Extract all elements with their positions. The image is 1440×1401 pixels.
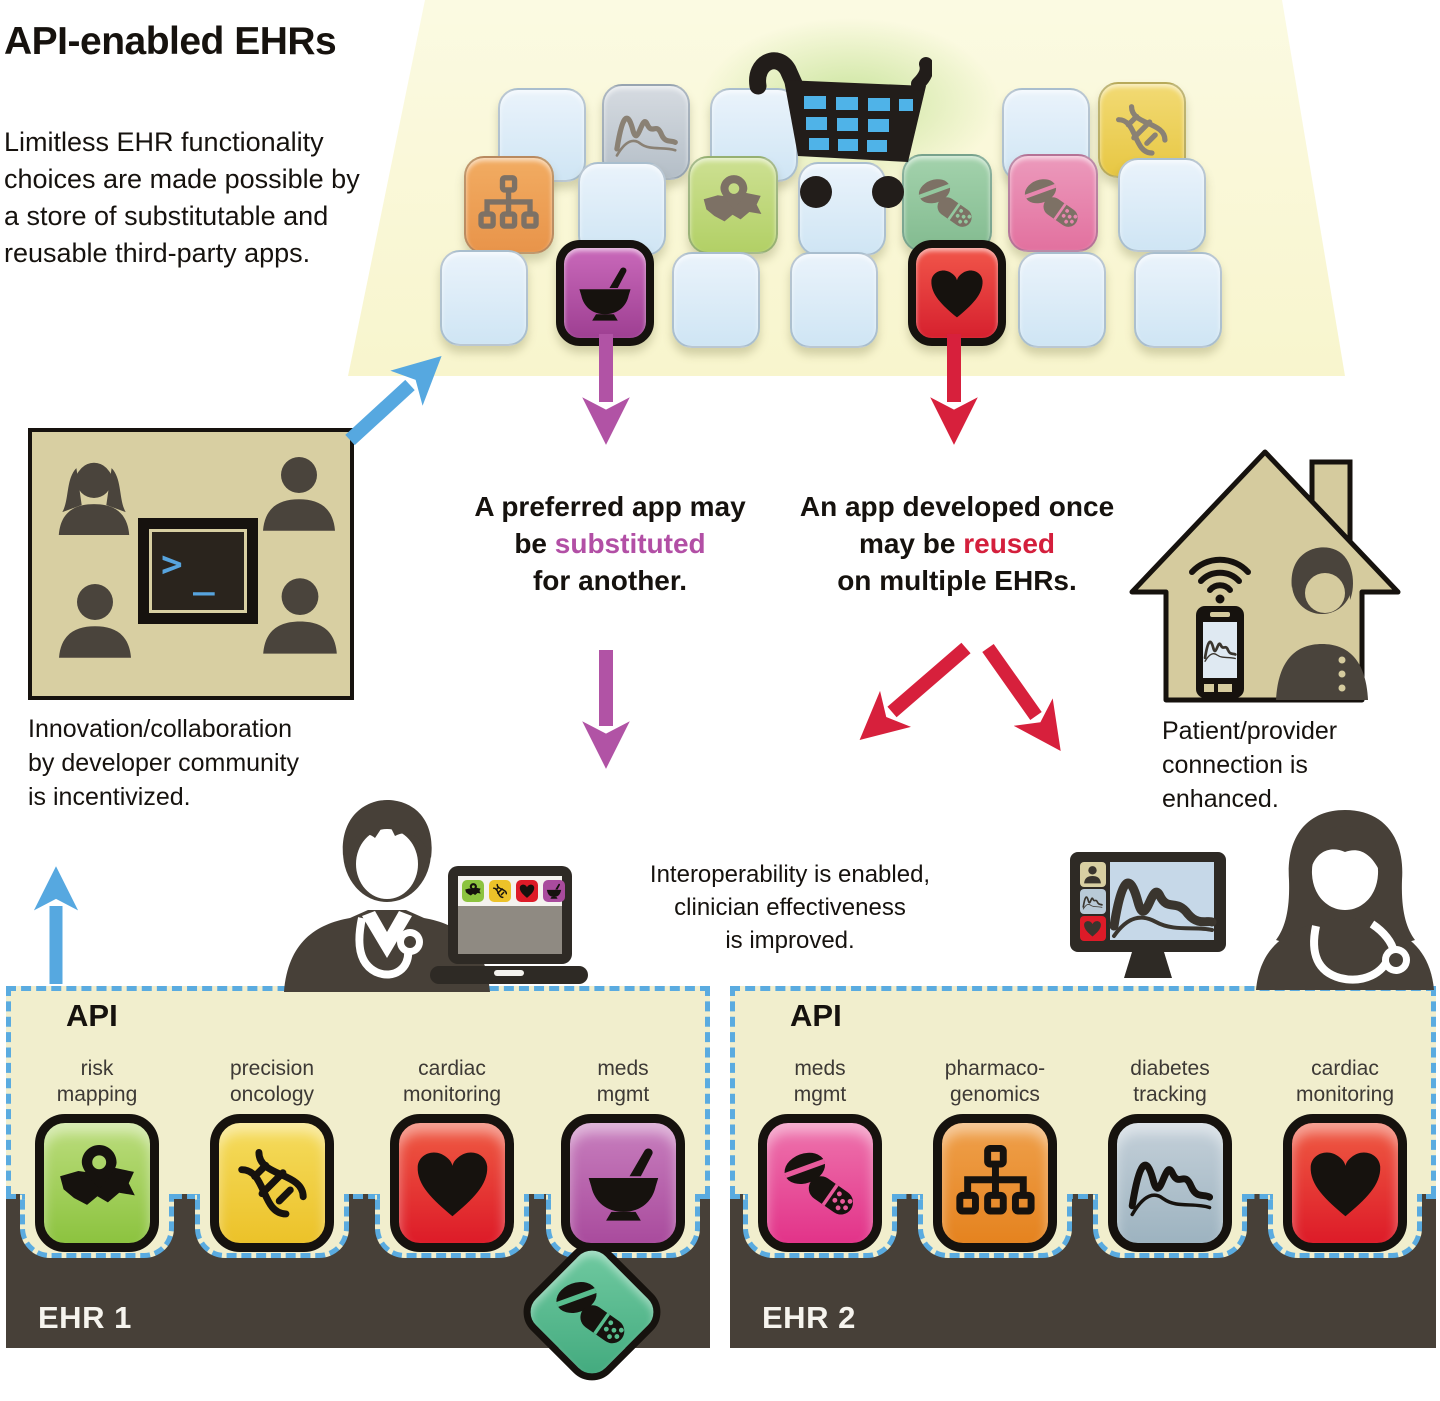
org-chart-app-tile — [464, 156, 554, 254]
substituted-emphasis: substituted — [554, 528, 706, 559]
heart-icon — [925, 258, 989, 328]
pills-app-tile — [1008, 154, 1098, 252]
map-pin-app-tile — [688, 156, 778, 254]
interoperability-caption: Interoperability is enabled,clinician ef… — [649, 861, 931, 954]
developer-woman-icon — [50, 448, 138, 548]
dna-icon — [229, 1134, 316, 1232]
mortar-app — [561, 1114, 685, 1252]
pills-icon — [777, 1134, 864, 1232]
smartphone-icon — [1196, 606, 1244, 698]
pills-app-tile — [902, 154, 992, 252]
arrow-reuse-left — [859, 642, 971, 741]
app-tile-blank — [790, 252, 878, 348]
developer-glasses-man-icon — [50, 568, 140, 672]
heart-icon — [1302, 1134, 1389, 1232]
chart-wave — [1109, 878, 1217, 938]
map-pin-app — [35, 1114, 159, 1252]
mortar-icon — [580, 1134, 667, 1232]
wave-app — [1108, 1114, 1232, 1252]
app-tile-blank — [1018, 252, 1106, 348]
page-title: API-enabled EHRs — [4, 20, 337, 63]
heart-app — [1283, 1114, 1407, 1252]
heart-app-tile — [908, 240, 1006, 346]
terminal-icon: > _ — [138, 518, 258, 624]
patient-home-icon — [1129, 449, 1401, 703]
patient-silhouette — [1276, 547, 1368, 700]
mortar-app-tile — [556, 240, 654, 346]
wave-icon — [613, 96, 679, 168]
developer-spiky-hair-icon — [254, 562, 346, 668]
app-tile-blank — [440, 250, 528, 346]
pills-app — [758, 1114, 882, 1252]
heart-icon — [409, 1134, 496, 1232]
female-clinician-icon — [1256, 810, 1434, 990]
app-tile-blank — [1118, 158, 1206, 252]
substitute-callout: A preferred app may be substituted for a… — [474, 491, 746, 596]
wave-mini-tile — [1080, 889, 1106, 914]
pills-icon — [1019, 166, 1086, 239]
dna-icon — [1109, 94, 1175, 166]
ehr1-label: EHR 1 — [38, 1300, 132, 1335]
org-chart-icon — [952, 1134, 1039, 1232]
map-pin-icon — [54, 1134, 141, 1232]
developer-community-box: > _ — [28, 428, 354, 700]
pills-icon — [549, 1269, 635, 1355]
shopping-cart-icon — [749, 52, 932, 208]
desktop-monitor-icon — [1070, 852, 1226, 978]
app-label-org-chart: pharmaco-genomics — [944, 1057, 1046, 1106]
reuse-callout: An app developed once may be reused on m… — [799, 491, 1115, 596]
dna-app — [210, 1114, 334, 1252]
app-tile-blank — [672, 252, 760, 348]
mortar-icon — [573, 258, 637, 328]
arrow-developers-to-store — [345, 356, 442, 446]
api-label-ehr2: API — [790, 998, 842, 1033]
ehr2-label: EHR 2 — [762, 1300, 856, 1335]
laptop-icon — [430, 866, 588, 984]
org-chart-app — [933, 1114, 1057, 1252]
stethoscope-icon — [1310, 920, 1410, 984]
heart-app — [390, 1114, 514, 1252]
developer-bearded-man-icon — [254, 442, 344, 544]
api-label-ehr1: API — [66, 998, 118, 1033]
reused-emphasis: reused — [963, 528, 1056, 559]
stethoscope-icon — [355, 917, 423, 979]
wifi-icon — [1189, 556, 1251, 604]
org-chart-icon — [475, 168, 542, 241]
app-tile-blank — [1134, 252, 1222, 348]
arrow-reuse-right — [982, 643, 1061, 751]
wave-icon — [1127, 1134, 1214, 1232]
